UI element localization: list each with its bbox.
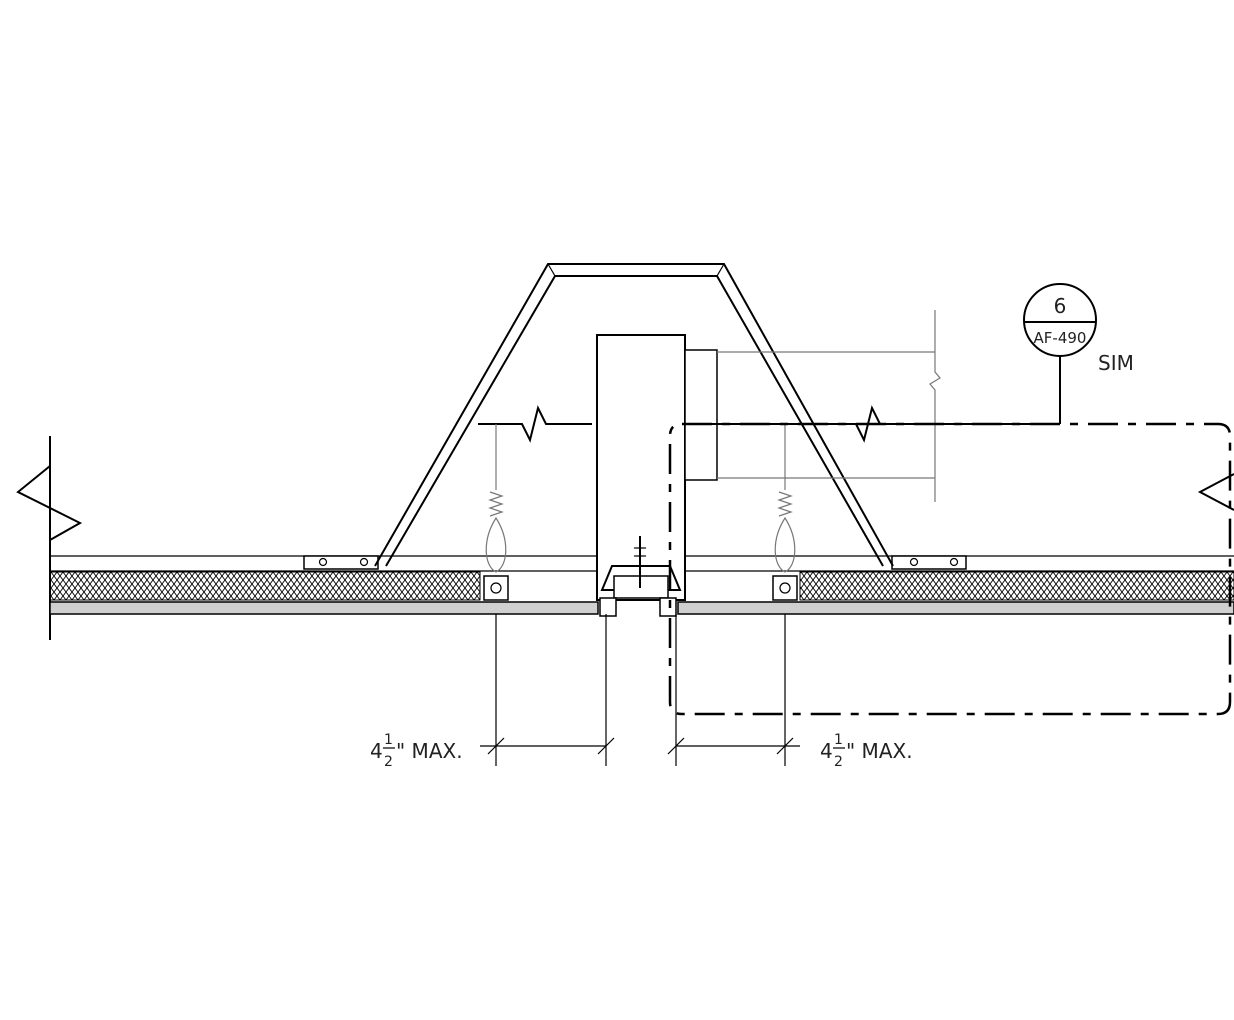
right-hanger-wire: [772, 424, 798, 601]
left-ceiling-assembly: [49, 555, 599, 615]
side-flange: [684, 349, 718, 481]
callout-sheet: AF-490: [1034, 329, 1087, 347]
left-dimension: [480, 614, 615, 766]
dim-right-num: 1: [834, 732, 843, 748]
right-insulation: [799, 571, 1234, 601]
dim-right-whole: 4: [820, 739, 833, 763]
right-dimension: [667, 614, 800, 766]
left-insulation: [49, 571, 481, 601]
dim-left-num: 1: [384, 732, 393, 748]
right-break-line: [1197, 473, 1234, 511]
sloped-enclosure: [374, 263, 894, 567]
right-ceiling-assembly: [677, 555, 1234, 615]
dim-right-suffix: " MAX.: [846, 739, 913, 763]
dimension-label-right: 4 1 2 " MAX.: [820, 732, 913, 770]
detail-callout: 6 AF-490 SIM: [1023, 283, 1134, 424]
dim-left-suffix: " MAX.: [396, 739, 463, 763]
right-fastener-plate: [891, 555, 967, 570]
reference-outline: [668, 422, 1232, 716]
left-ceiling-board: [49, 601, 599, 615]
callout-note: SIM: [1098, 351, 1134, 375]
right-ceiling-board: [677, 601, 1234, 615]
dimension-label-left: 4 1 2 " MAX.: [370, 732, 463, 770]
dim-left-whole: 4: [370, 739, 383, 763]
dim-right-den: 2: [834, 754, 843, 770]
dim-left-den: 2: [384, 754, 393, 770]
callout-number: 6: [1054, 294, 1067, 318]
left-hanger-wire: [483, 424, 509, 601]
